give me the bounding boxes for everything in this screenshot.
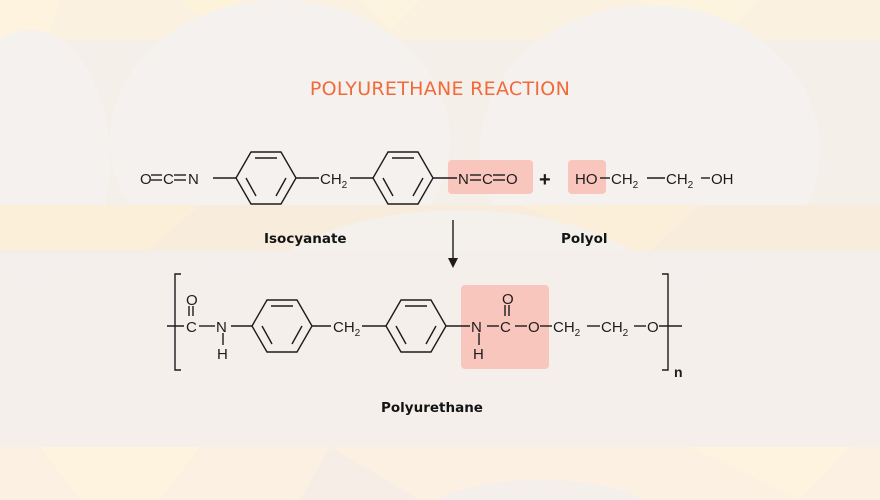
benzene-ring-icon	[251, 299, 313, 353]
svg-text:O: O	[528, 319, 540, 336]
polyurethane-label: Polyurethane	[381, 400, 483, 416]
svg-text:H: H	[473, 346, 484, 363]
svg-text:N: N	[471, 319, 482, 336]
svg-text:O: O	[140, 171, 152, 188]
svg-text:O: O	[502, 291, 514, 308]
svg-text:C: C	[500, 319, 511, 336]
urethane-group-highlight	[461, 285, 549, 369]
svg-text:CH2: CH2	[320, 171, 348, 191]
isocyanate-group-highlight	[448, 160, 533, 194]
svg-text:HO: HO	[575, 171, 598, 188]
polyol-label: Polyol	[561, 231, 608, 247]
svg-text:O: O	[186, 292, 198, 309]
page-title: POLYURETHANE REACTION	[309, 78, 571, 100]
svg-text:N: N	[458, 171, 469, 188]
svg-text:H: H	[217, 346, 228, 363]
svg-text:N: N	[188, 171, 199, 188]
arrow-down-icon	[448, 258, 458, 268]
svg-text:N: N	[216, 319, 227, 336]
svg-text:C: C	[186, 319, 197, 336]
svg-text:OH: OH	[711, 171, 734, 188]
isocyanate-label: Isocyanate	[264, 231, 347, 247]
svg-text:CH2: CH2	[553, 319, 581, 339]
svg-text:CH2: CH2	[611, 171, 639, 191]
svg-text:CH2: CH2	[666, 171, 694, 191]
svg-text:O: O	[506, 171, 518, 188]
svg-text:C: C	[163, 171, 174, 188]
benzene-ring-icon	[235, 151, 297, 205]
repeat-subscript: n	[674, 364, 683, 380]
svg-text:CH2: CH2	[333, 319, 361, 339]
hydroxyl-group-highlight	[568, 160, 606, 194]
plus-sign: +	[539, 169, 551, 191]
benzene-ring-icon	[385, 299, 447, 353]
svg-text:C: C	[482, 171, 493, 188]
svg-text:CH2: CH2	[601, 319, 629, 339]
svg-text:O: O	[647, 319, 659, 336]
benzene-ring-icon	[372, 151, 434, 205]
